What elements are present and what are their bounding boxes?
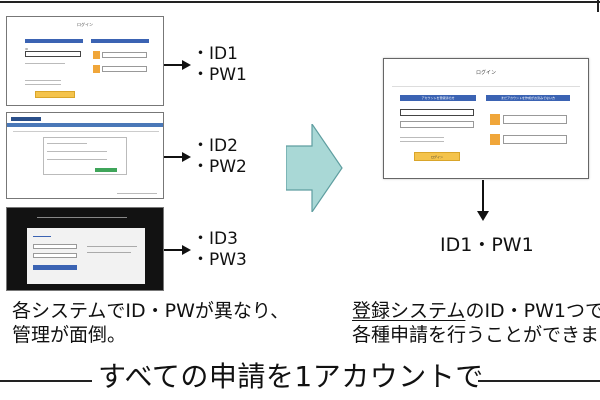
login-screenshot-1: ログイン ID: [6, 16, 164, 106]
right-option-icon-1: [490, 114, 500, 125]
right-option-2: [503, 135, 567, 144]
thumb3-input-2: [33, 253, 77, 258]
thumb2-divider: [13, 131, 159, 132]
bottom-rule-left: [0, 380, 92, 382]
right-left-header: アカウントを登録済の方: [400, 95, 476, 101]
thumb1-option-2: [102, 66, 147, 72]
arrow-right-1: [164, 64, 184, 66]
arrow-right-icon: [182, 60, 191, 70]
caption-right-line-2: 各種申請を行うことができます: [352, 324, 600, 346]
top-rule: [0, 1, 600, 3]
label-id2: ・ID2: [192, 136, 238, 156]
right-divider: [392, 86, 580, 87]
thumb1-left-header: [25, 39, 83, 43]
thumb3-input-1: [33, 244, 77, 249]
thumb1-option-icon-2: [93, 65, 100, 73]
thumb1-option-icon-1: [93, 51, 100, 59]
right-right-header-text: まだアカウントを作成がお済みでない方: [500, 96, 555, 100]
thumb1-right-header: [91, 39, 149, 43]
right-id-input: [400, 109, 474, 116]
thumb1-id-label: ID: [25, 47, 29, 51]
thumb2-line-1: [47, 143, 87, 144]
caption-left-line-1: 各システムでID・PWが異なり、: [12, 300, 290, 322]
arrow-right-3: [164, 249, 184, 251]
thumb1-id-input: [25, 51, 81, 57]
thumb2-logo: [11, 117, 41, 121]
thumb3-login-button: [33, 265, 77, 270]
label-id1: ・ID1: [192, 44, 238, 64]
arrow-down-icon: [477, 211, 489, 221]
thumb1-option-1: [102, 52, 147, 58]
thumb1-login-button: [35, 91, 75, 98]
caption-right-rest: のID・PW1つで: [465, 300, 600, 322]
label-id3: ・ID3: [192, 229, 238, 249]
label-pw1: ・PW1: [192, 65, 247, 85]
bottom-rule-right: [478, 380, 600, 382]
right-option-icon-2: [490, 134, 500, 145]
thumb1-line-3: [25, 84, 61, 85]
thumb3-info-line-2: [87, 252, 131, 253]
right-left-header-text: アカウントを登録済の方: [421, 96, 455, 100]
login-screenshot-3: [6, 207, 164, 291]
right-line-1: [400, 137, 444, 138]
arrow-down-line: [482, 180, 484, 214]
thumb3-tab: [33, 236, 51, 237]
label-pw2: ・PW2: [192, 157, 247, 177]
arrow-right-icon: [182, 152, 191, 162]
unified-login-screenshot: ログイン アカウントを登録済の方 まだアカウントを作成がお済みでない方 ログイン: [383, 58, 589, 179]
thumb2-footer-line: [117, 193, 157, 194]
right-login-button-text: ログイン: [430, 155, 443, 159]
right-login-button: ログイン: [414, 152, 460, 161]
right-option-1: [503, 115, 567, 124]
thumb2-green-button: [95, 168, 117, 172]
top-rule-tick: [597, 0, 599, 12]
arrow-right-2: [164, 156, 184, 158]
thumb2-line-2: [47, 151, 107, 152]
id-pw-label-2: ・ID2 ・PW2: [192, 136, 247, 178]
thumb2-line-3: [47, 159, 107, 160]
label-pw3: ・PW3: [192, 250, 247, 270]
caption-right-line-1: 登録システムのID・PW1つで: [352, 299, 600, 323]
result-id-pw-label: ID1・PW1: [440, 234, 534, 256]
bottom-title: すべての申請を1アカウントで: [98, 360, 484, 393]
id-pw-label-1: ・ID1 ・PW1: [192, 44, 247, 86]
caption-right: 登録システムのID・PW1つで 各種申請を行うことができます: [352, 299, 600, 347]
thumb3-info-line-1: [87, 246, 137, 247]
caption-left-line-2: 管理が面倒。: [12, 324, 127, 346]
right-line-2: [400, 141, 444, 142]
right-login-title: ログイン: [475, 70, 496, 76]
right-right-header: まだアカウントを作成がお済みでない方: [486, 95, 570, 101]
right-pw-input: [400, 121, 474, 128]
login-screenshot-2: [6, 112, 164, 199]
thumb3-title-line: [37, 217, 127, 218]
caption-right-underlined: 登録システム: [352, 300, 466, 322]
thumb2-nav-bar: [7, 123, 163, 127]
thumb1-line-2: [25, 80, 61, 81]
caption-left: 各システムでID・PWが異なり、 管理が面倒。: [12, 299, 289, 347]
big-arrow-right-icon: [286, 124, 343, 212]
id-pw-label-3: ・ID3 ・PW3: [192, 229, 247, 271]
thumb1-title: ログイン: [77, 22, 93, 27]
thumb1-line-1: [25, 63, 65, 64]
arrow-right-icon: [182, 245, 191, 255]
